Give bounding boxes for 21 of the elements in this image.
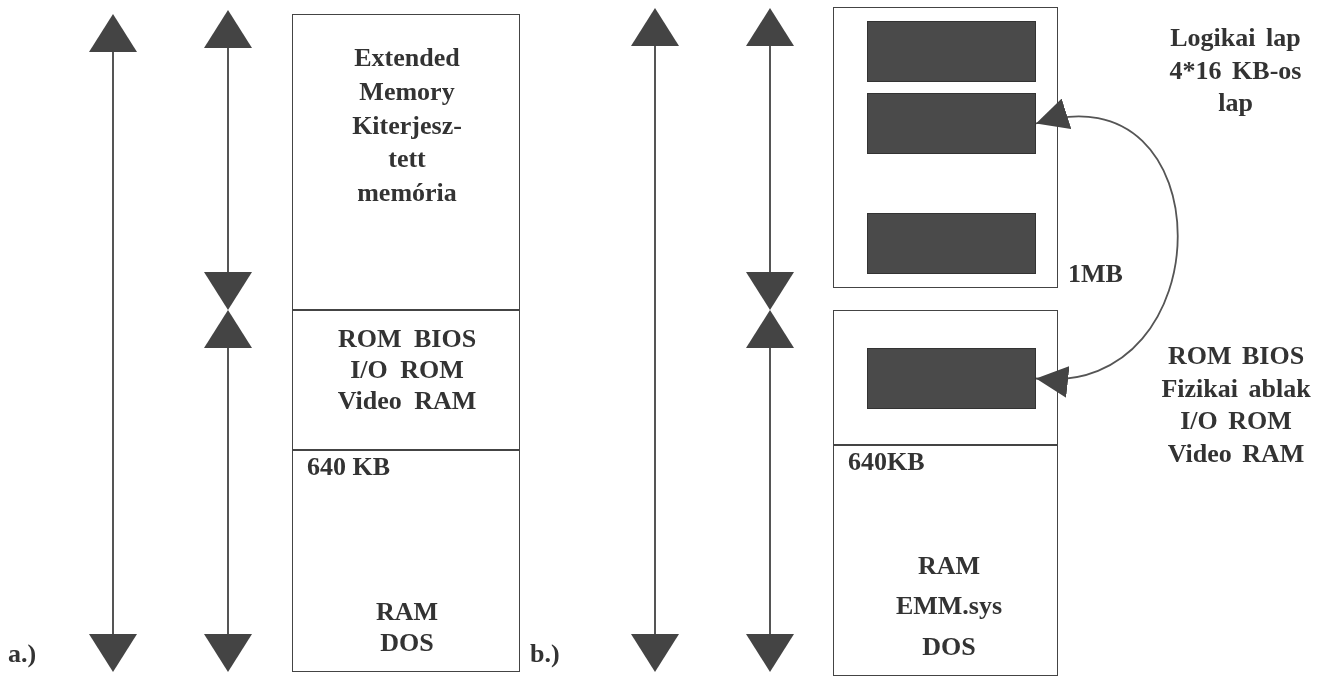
memory-block bbox=[292, 310, 520, 450]
block-label: 640KB bbox=[848, 446, 925, 478]
page-caption: Logikai lap 4*16 KB-os lap bbox=[1168, 22, 1303, 119]
block-label: 640 KB bbox=[307, 451, 391, 483]
window-caption: ROM BIOS Fizikai ablak I/O ROM Video RAM bbox=[1160, 340, 1312, 470]
block-label: ROM BIOS I/O ROM Video RAM bbox=[336, 323, 478, 417]
memory-block bbox=[833, 7, 1058, 288]
memory-block bbox=[292, 14, 520, 310]
page-bar bbox=[867, 213, 1036, 274]
page-bar bbox=[867, 21, 1036, 82]
size-label: 1MB bbox=[1068, 258, 1124, 290]
page-bar bbox=[867, 93, 1036, 154]
panel-label: a.) bbox=[8, 638, 38, 670]
memory-block bbox=[833, 310, 1058, 445]
block-label: Extended Memory Kiterjesz- tett memória bbox=[351, 42, 463, 210]
memory-block bbox=[292, 450, 520, 672]
block-label: RAM DOS bbox=[374, 596, 440, 659]
block-label: RAM EMM.sys DOS bbox=[894, 550, 1004, 663]
page-bar bbox=[867, 348, 1036, 409]
memory-block bbox=[833, 445, 1058, 676]
panel-label: b.) bbox=[530, 638, 561, 670]
